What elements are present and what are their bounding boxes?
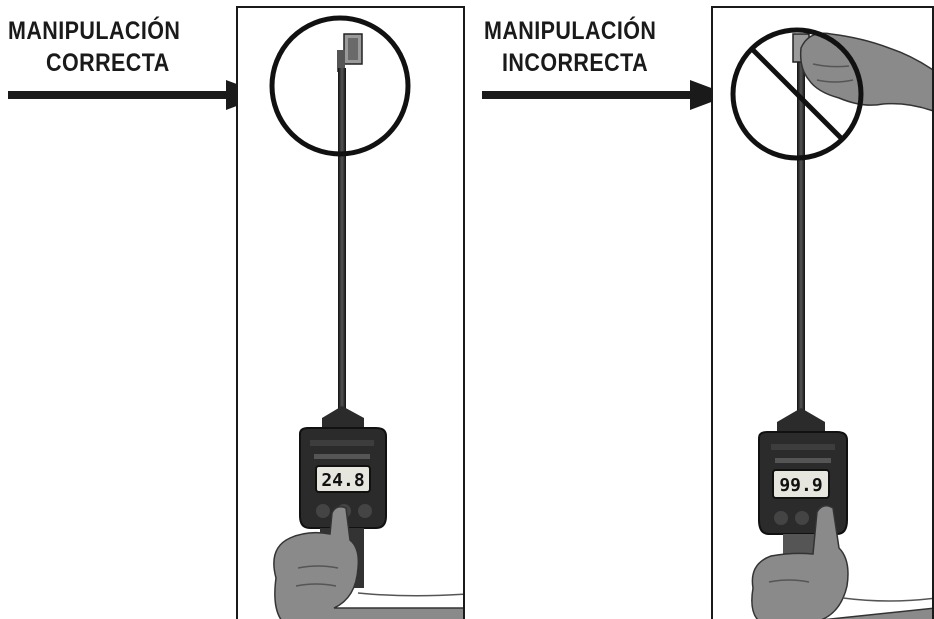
- probe-shaft: [797, 48, 805, 418]
- incorrect-handling-label-line1: MANIPULACIÓN: [484, 17, 657, 45]
- correct-arrow-icon: [8, 80, 266, 110]
- hand-icon: [273, 506, 463, 619]
- hand-holding-tip-icon: [799, 32, 932, 112]
- correct-handling-label-line1: MANIPULACIÓN: [8, 17, 181, 45]
- incorrect-arrow-icon: [482, 80, 730, 110]
- probe-tip-icon: [337, 33, 363, 72]
- meter-display-reading: 24.8: [321, 470, 364, 491]
- meter-display-reading: 99.9: [779, 475, 822, 496]
- highlight-circle-icon: [269, 15, 411, 157]
- probe-shaft: [338, 68, 346, 418]
- incorrect-handling-label-line2: INCORRECTA: [502, 49, 649, 77]
- hand-icon: [751, 505, 932, 619]
- incorrect-handling-photo: 99.9: [711, 6, 934, 619]
- correct-handling-label-line2: CORRECTA: [46, 49, 170, 77]
- correct-handling-photo: 24.8: [236, 6, 465, 619]
- prohibited-icon: [730, 27, 864, 161]
